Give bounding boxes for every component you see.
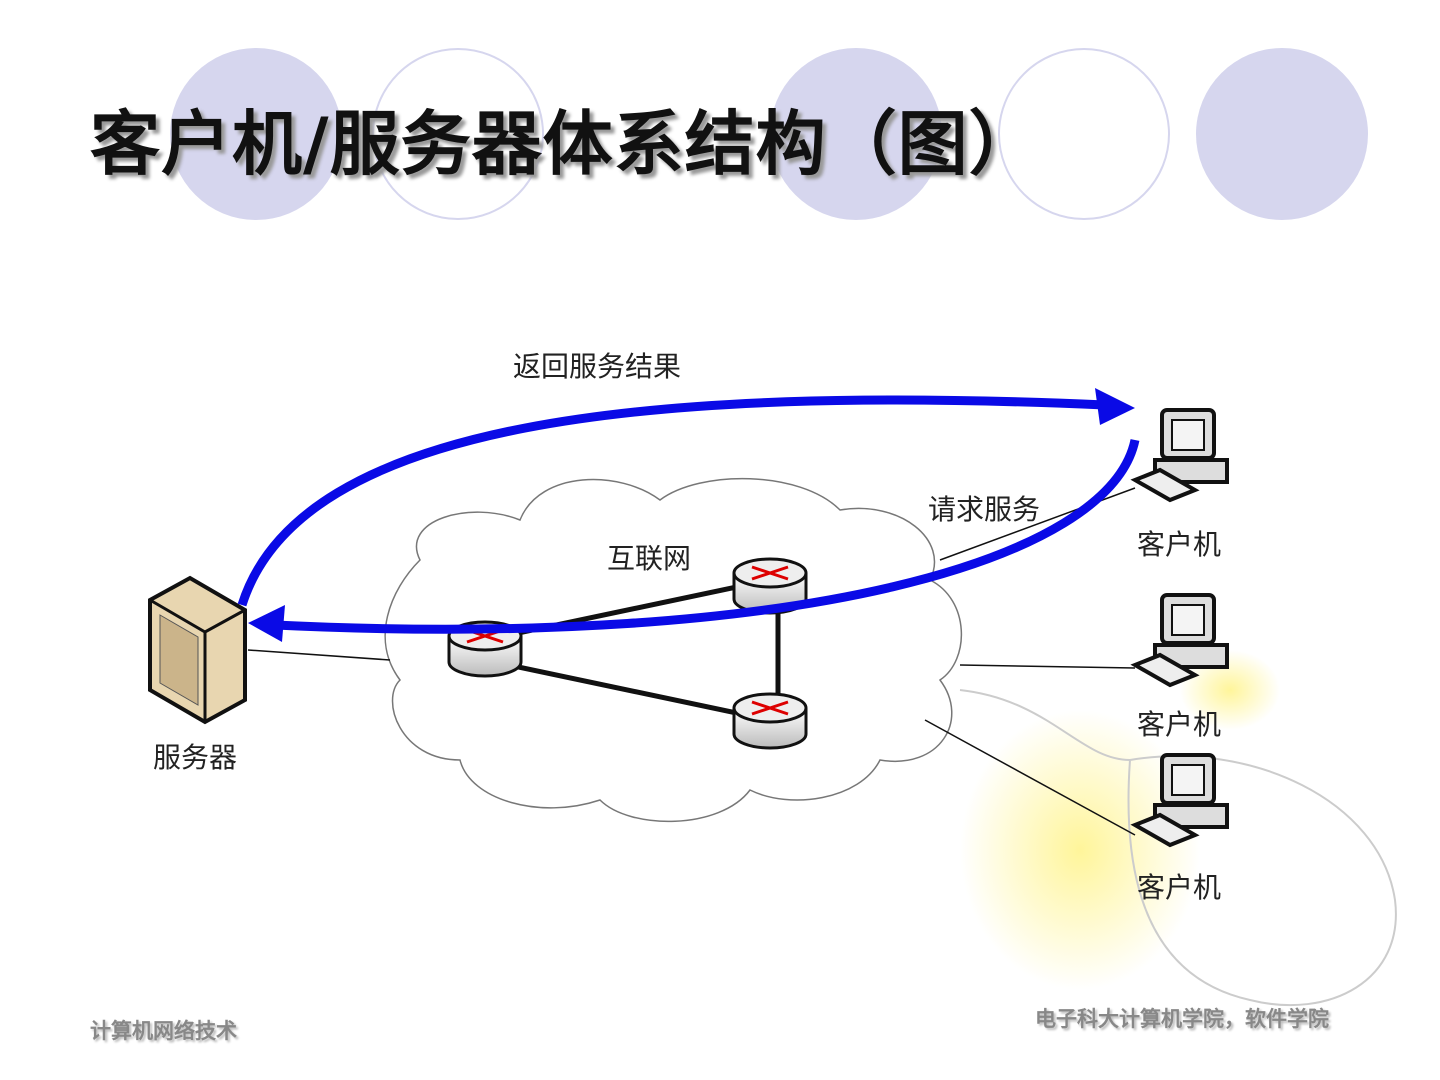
label-client: 客户机 [1137,528,1222,561]
mouse-outline [1127,755,1397,1007]
server-icon [148,575,247,725]
decor-circle [770,48,942,220]
router [732,692,808,750]
label-server: 服务器 [153,741,238,774]
label-request: 请求服务 [928,493,1041,526]
return-arrow [237,395,1106,607]
client-computer-icon [1130,408,1229,503]
label-return: 返回服务结果 [513,350,682,383]
decor-circle [170,48,342,220]
request-arrow [274,439,1140,634]
label-client: 客户机 [1137,708,1222,741]
arrowhead-icon [248,605,285,642]
decor-circle [1196,48,1368,220]
footer-right: 电子科大计算机学院，软件学院 [1035,1006,1329,1031]
client-computer-icon [1130,593,1229,688]
decor-circle [372,48,544,220]
client-computer-icon [1130,753,1229,848]
internet-cloud [384,477,962,823]
mouse-cable [959,689,1131,761]
label-internet: 互联网 [607,542,692,575]
slide-title: 客户机/服务器体系结构（图） [90,103,1040,185]
flow-arrows [237,395,1140,634]
footer-left: 计算机网络技术 [90,1018,237,1043]
decor-circle [998,48,1170,220]
arrowhead-icon [1095,388,1135,425]
yellow-glow [960,710,1200,990]
label-client: 客户机 [1137,871,1222,904]
yellow-glow [1180,650,1280,730]
